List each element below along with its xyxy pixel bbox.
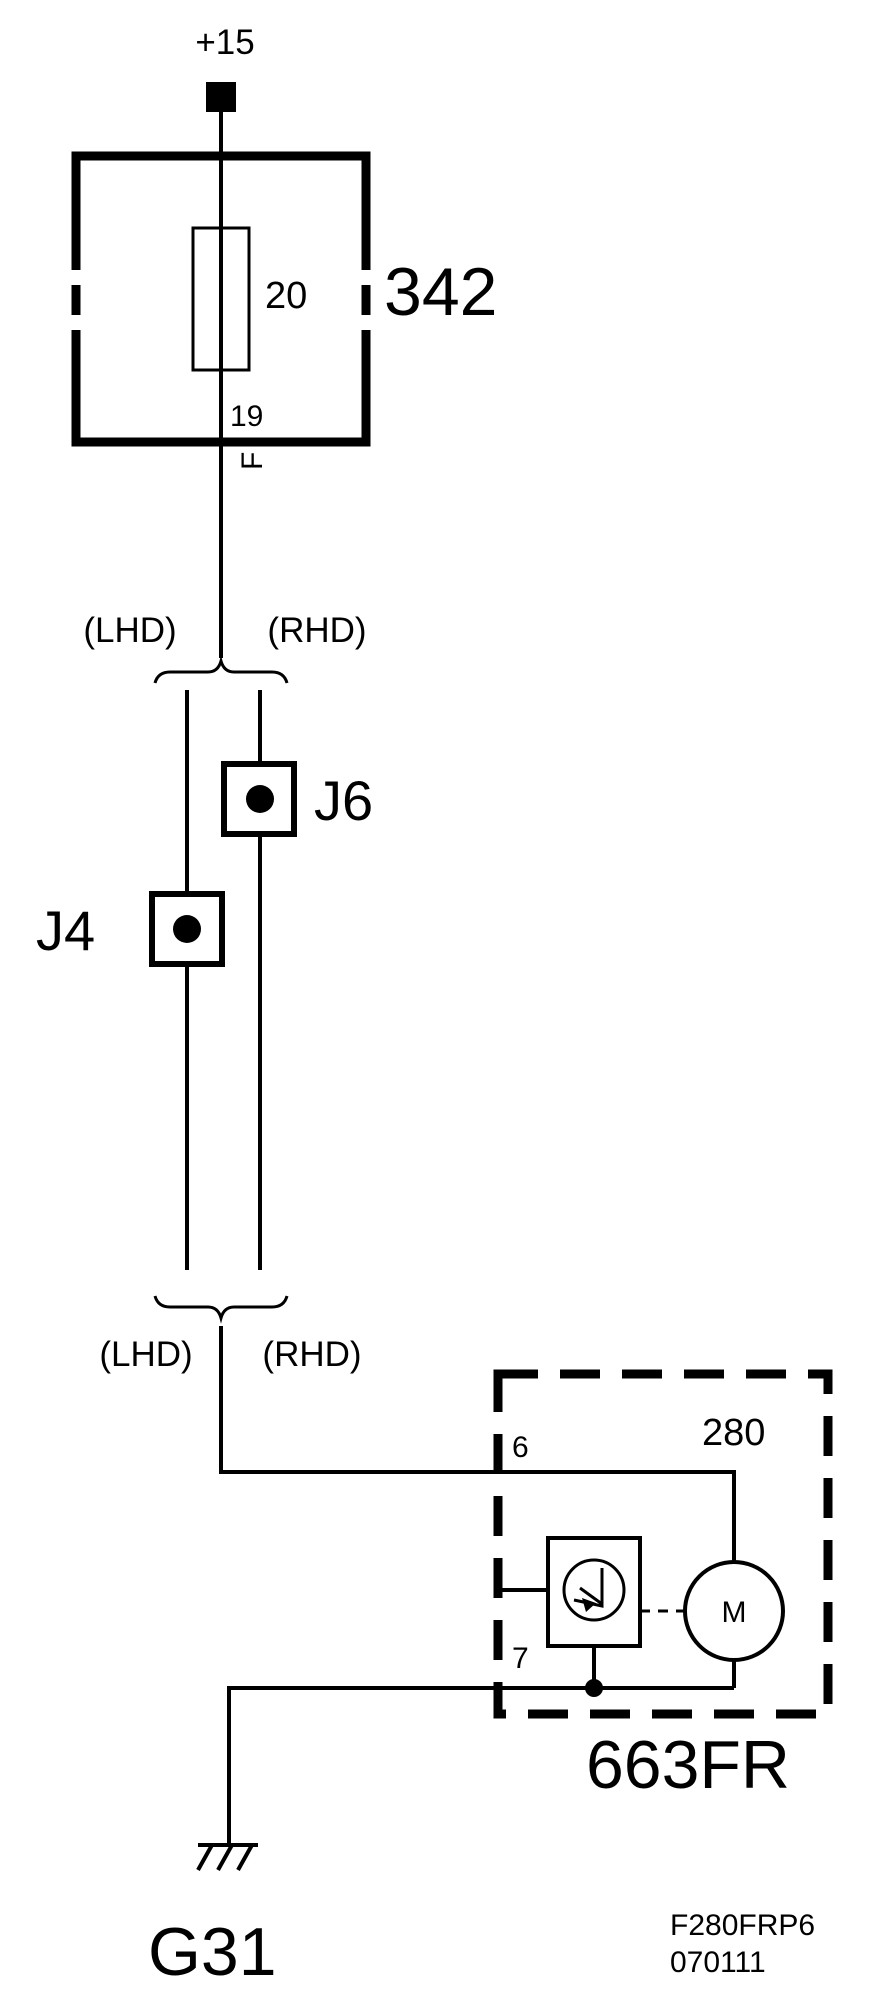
pump-unit-box — [493, 1369, 833, 1719]
upper-lhd-label: (LHD) — [83, 611, 176, 650]
lower-lhd-label: (LHD) — [99, 1335, 192, 1374]
supply-terminal — [206, 82, 236, 112]
ground-return-wire — [227, 1686, 734, 1845]
sensor-arrow — [582, 1598, 596, 1612]
junction-j4-label: J4 — [36, 899, 95, 962]
drawing-ref-code: F280FRP6 — [670, 1909, 815, 1942]
pump-pin-7: 7 — [512, 1642, 529, 1675]
junction-j6-label: J6 — [314, 769, 373, 832]
pump-pin-6: 6 — [512, 1431, 529, 1464]
ground-label: G31 — [148, 1914, 277, 1990]
wire-code: F — [236, 452, 269, 470]
component-id: 663FR — [586, 1727, 790, 1803]
lower-brace — [153, 1295, 289, 1324]
fuse-box-342 — [71, 151, 371, 447]
pump-unit-id: 280 — [702, 1412, 765, 1454]
supply-label: +15 — [195, 23, 254, 62]
fuse-box-pin: 19 — [230, 400, 263, 433]
ground-icon — [196, 1843, 258, 1871]
pump-feed-wire — [219, 1326, 736, 1570]
fuse-box-id: 342 — [384, 254, 497, 330]
junction-j4-dot — [173, 915, 201, 943]
fuse-number: 20 — [265, 275, 307, 317]
upper-rhd-label: (RHD) — [267, 611, 366, 650]
junction-j6-dot — [246, 785, 274, 813]
motor-label: M — [722, 1596, 747, 1629]
sensor-box — [546, 1536, 642, 1648]
sensor-circle — [562, 1558, 626, 1622]
drawing-ref-date: 070111 — [670, 1946, 766, 1979]
lower-rhd-label: (RHD) — [262, 1335, 361, 1374]
upper-brace — [153, 655, 289, 684]
